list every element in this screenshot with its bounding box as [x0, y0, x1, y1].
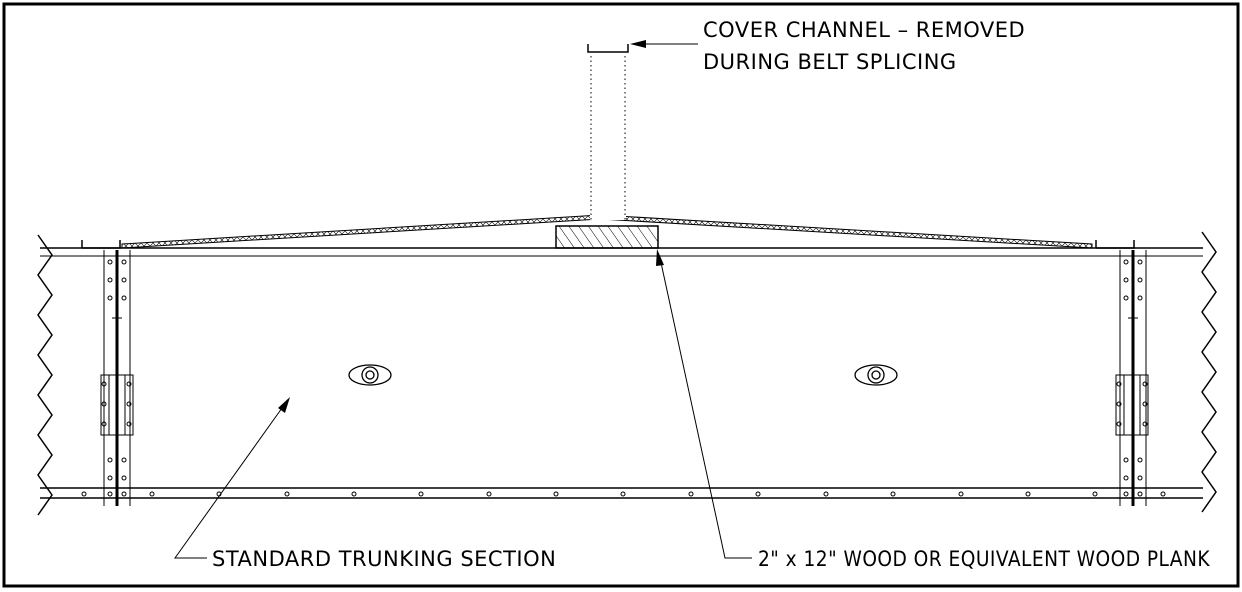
right-break-line	[1201, 231, 1217, 513]
bottom-bolt-holes	[81, 491, 1166, 497]
standard-section-label: STANDARD TRUNKING SECTION	[212, 547, 556, 571]
left-break-line	[37, 234, 53, 516]
left-latch	[348, 364, 392, 386]
cover-channel-label-line1: COVER CHANNEL – REMOVED	[703, 18, 1025, 42]
wood-plank-leader	[659, 257, 752, 559]
wood-plank	[555, 225, 659, 249]
wood-plank-label: 2" x 12" WOOD OR EQUIVALENT WOOD PLANK	[758, 547, 1211, 571]
right-latch	[854, 364, 898, 386]
left-splice-joint	[81, 240, 134, 506]
standard-section-arrowhead	[278, 397, 290, 413]
cover-channel-gap	[590, 212, 626, 220]
right-splice-joint	[1095, 240, 1149, 506]
cover-channel-symbol	[587, 44, 629, 53]
wood-plank-arrowhead	[656, 249, 664, 266]
cover-channel-arrowhead	[630, 40, 646, 48]
cover-channel-label-line2: DURING BELT SPLICING	[703, 50, 957, 74]
standard-section-leader	[174, 407, 283, 559]
